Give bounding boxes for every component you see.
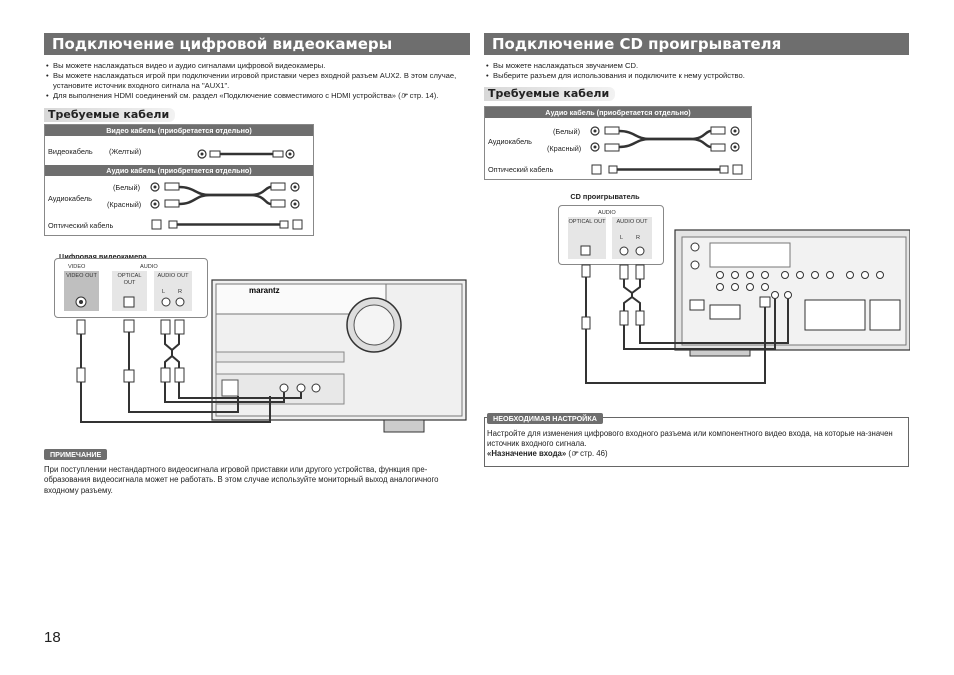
video-cable-icon [197, 149, 295, 159]
audio-cable-label: Аудиокабель [48, 194, 92, 203]
video-cable-label: Видеокабель [48, 147, 93, 156]
cd-audio-out-box [612, 217, 652, 259]
right-audio-cable-label: Аудиокабель [488, 137, 532, 146]
audio-cable-icon [150, 182, 300, 209]
left-cable-drawings [150, 149, 303, 230]
right-optical-cable-label: Оптический кабель [488, 165, 554, 174]
left-connection-diagram: marantz [75, 279, 467, 433]
right-audio-cable-white: (Белый) [553, 127, 581, 136]
camcorder-r: R [178, 289, 183, 295]
left-cables-heading: Требуемые кабели [44, 108, 176, 122]
cd-optical-out-label: OPTICAL OUT [568, 219, 606, 225]
camcorder-label: Цифровая видеокамера [59, 252, 147, 261]
receiver-brand-left: marantz [249, 286, 280, 295]
left-bullet-3: Для выполнения HDMI соединений см. разде… [46, 91, 472, 101]
right-section-title: Подключение CD проигрывателя [484, 33, 909, 55]
left-bullet-3-page: стр. 14). [409, 91, 439, 100]
right-audio-cable-red: (Красный) [547, 144, 582, 153]
cd-audio-group: AUDIO [598, 210, 616, 216]
setup-link-line: «Назначение входа» (☞ стр. 46) [487, 449, 608, 458]
page-number: 18 [44, 629, 61, 646]
cd-l: L [620, 235, 624, 241]
cd-r: R [636, 235, 641, 241]
camcorder-audio-out-label: AUDIO OUT [157, 273, 189, 279]
right-bullet-1: Вы можете наслаждаться звучанием CD. [486, 61, 906, 71]
right-audio-cable-header: Аудио кабель (приобретается отдельно) [485, 107, 751, 118]
video-cable-color: (Желтый) [109, 147, 142, 156]
audio-cable-header: Аудио кабель (приобретается отдельно) [45, 165, 313, 176]
note-badge: ПРИМЕЧАНИЕ [44, 449, 108, 460]
cd-player-label: CD проигрыватель [570, 192, 640, 201]
right-cables-heading: Требуемые кабели [484, 87, 616, 101]
audio-cable-red: (Красный) [107, 200, 142, 209]
page-ref-icon-right: ☞ [570, 449, 578, 458]
camcorder-audio-group: AUDIO [140, 264, 158, 270]
setup-page: стр. 46) [580, 449, 608, 458]
right-bullet-2: Выберите разъем для использования и подк… [486, 71, 906, 81]
right-optical-cable-icon [591, 164, 743, 175]
optical-cable-label: Оптический кабель [48, 221, 114, 230]
setup-text: Настройте для изменения цифрового входно… [487, 429, 893, 449]
optical-cable-icon [151, 219, 303, 230]
audio-cable-white: (Белый) [113, 183, 141, 192]
left-bullet-3-text: Для выполнения HDMI соединений см. разде… [53, 91, 401, 100]
right-audio-cable-icon [590, 126, 740, 152]
video-cable-header: Видео кабель (приобретается отдельно) [45, 125, 313, 136]
left-bullet-list: Вы можете наслаждаться видео и аудио сиг… [46, 61, 472, 101]
cd-audio-out-label: AUDIO OUT [616, 219, 648, 225]
setup-badge: НЕОБХОДИМАЯ НАСТРОЙКА [487, 413, 603, 424]
right-connection-diagram [580, 229, 910, 384]
left-cable-box: Видео кабель (приобретается отдельно) Ви… [44, 124, 314, 236]
camcorder-audio-out-box [154, 271, 192, 311]
left-section-title: Подключение цифровой видеокамеры [44, 33, 470, 55]
note-text: При поступлении нестандартного видеосигн… [44, 465, 439, 495]
right-cable-drawings [590, 126, 743, 175]
left-bullet-1: Вы можете наслаждаться видео и аудио сиг… [46, 61, 472, 71]
camcorder-l: L [162, 289, 166, 295]
camcorder-video-group: VIDEO [68, 264, 86, 270]
camcorder-video-out-label: VIDEO OUT [66, 273, 97, 279]
right-bullet-list: Вы можете наслаждаться звучанием CD. Выб… [486, 61, 906, 81]
camcorder-optical-out-label: OPTICAL OUT [117, 273, 142, 286]
left-bullet-2: Вы можете наслаждаться игрой при подключ… [46, 71, 472, 91]
setup-box [484, 417, 909, 467]
right-cable-box: Аудио кабель (приобретается отдельно) Ау… [484, 106, 752, 180]
page-ref-icon: ☞ [400, 91, 408, 100]
setup-link[interactable]: «Назначение входа» [487, 449, 567, 458]
